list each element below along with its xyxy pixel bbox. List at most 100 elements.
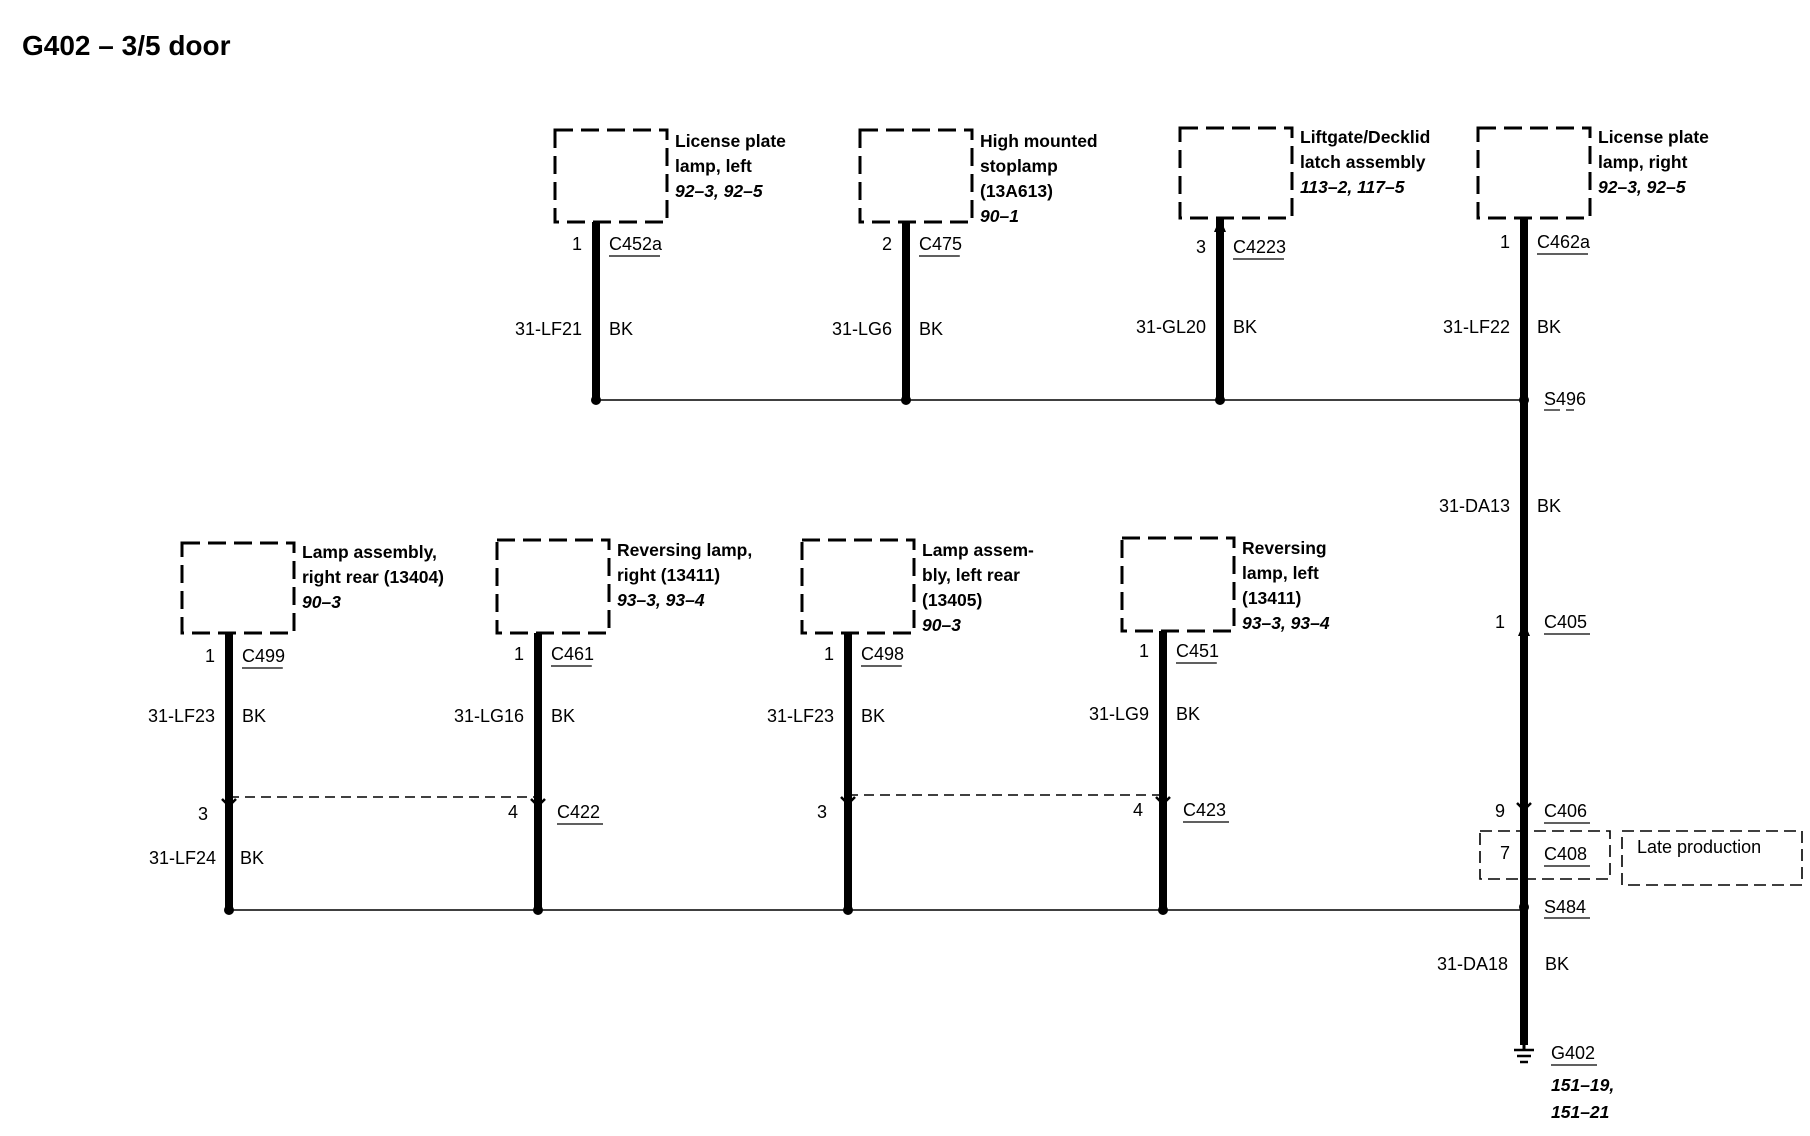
comp-reversing-lamp-left-refs: 93–3, 93–4 [1242,613,1330,633]
comp-liftgate-decklid-latch-circuit: 31-GL20 [1136,317,1206,337]
upper-bus-node [901,395,911,405]
comp-license-plate-lamp-right-box [1476,126,1592,220]
comp-license-plate-lamp-left-color: BK [609,319,633,339]
late-production-box [1621,830,1803,886]
comp-liftgate-decklid-latch-box [1178,126,1294,220]
comp-license-plate-lamp-left-connector: C452a [609,234,663,254]
comp-lamp-assembly-left-rear-pin: 1 [824,644,834,664]
comp-high-mounted-stoplamp-box [858,128,974,224]
comp-reversing-lamp-left-connector: C451 [1176,641,1219,661]
inline-connector-chevron [840,796,856,806]
comp-reversing-lamp-right-box [495,538,611,635]
comp-reversing-lamp-right-label-line: Reversing lamp, [617,540,752,560]
c422-right-pin: 4 [508,802,518,822]
comp-license-plate-lamp-right-pin: 1 [1500,232,1510,252]
comp-lamp-assembly-left-rear-connector: C498 [861,644,904,664]
c405-pin: 1 [1495,612,1505,632]
comp-lamp-assembly-right-rear-label-line: Lamp assembly, [302,542,437,562]
c422-left-pin: 3 [198,804,208,824]
comp-license-plate-lamp-right-label-line: License plate [1598,127,1709,147]
comp-lamp-assembly-right-rear-pin: 1 [205,646,215,666]
comp-high-mounted-stoplamp-label-line: (13A613) [980,181,1053,201]
comp-license-plate-lamp-right-connector: C462a [1537,232,1591,252]
comp-license-plate-lamp-left-circuit: 31-LF21 [515,319,582,339]
comp-reversing-lamp-right-refs: 93–3, 93–4 [617,590,705,610]
comp-license-plate-lamp-left-label-line: lamp, left [675,156,752,176]
comp-high-mounted-stoplamp-color: BK [919,319,943,339]
lower-left-color: BK [240,848,264,868]
comp-reversing-lamp-left-circuit: 31-LG9 [1089,704,1149,724]
comp-lamp-assembly-left-rear-box [800,538,916,635]
c423-connector: C423 [1183,800,1226,820]
upper-bus-node [1215,395,1225,405]
comp-high-mounted-stoplamp-label-line: stoplamp [980,156,1058,176]
trunk-lower-color: BK [1545,954,1569,974]
c423-left-pin: 3 [817,802,827,822]
g402-ref-1: 151–19, [1551,1075,1614,1095]
comp-license-plate-lamp-right-refs: 92–3, 92–5 [1598,177,1686,197]
comp-reversing-lamp-left-color: BK [1176,704,1200,724]
comp-lamp-assembly-left-rear-label-line: Lamp assem- [922,540,1034,560]
c405-connector: C405 [1544,612,1587,632]
comp-liftgate-decklid-latch-pin: 3 [1196,237,1206,257]
comp-high-mounted-stoplamp-pin: 2 [882,234,892,254]
comp-license-plate-lamp-right-label-line: lamp, right [1598,152,1688,172]
comp-reversing-lamp-right-circuit: 31-LG16 [454,706,524,726]
comp-license-plate-lamp-left-pin: 1 [572,234,582,254]
inline-connector-chevron [530,798,546,808]
comp-license-plate-lamp-right-circuit: 31-LF22 [1443,317,1510,337]
comp-license-plate-lamp-left-refs: 92–3, 92–5 [675,181,763,201]
comp-liftgate-decklid-latch-label-line: Liftgate/Decklid [1300,127,1430,147]
trunk-upper-circuit: 31-DA13 [1439,496,1510,516]
inline-connector-chevron [221,798,237,808]
comp-lamp-assembly-right-rear-label-line: right rear (13404) [302,567,444,587]
comp-reversing-lamp-left-label-line: Reversing [1242,538,1327,558]
comp-lamp-assembly-left-rear-label-line: (13405) [922,590,982,610]
comp-lamp-assembly-right-rear-circuit: 31-LF23 [148,706,215,726]
inline-connector-chevron [1155,796,1171,806]
comp-reversing-lamp-left-box [1120,536,1236,633]
c422-connector: C422 [557,802,600,822]
c405-arrow [1518,622,1530,636]
comp-liftgate-decklid-latch-color: BK [1233,317,1257,337]
s496-label: S496 [1544,389,1586,409]
s484-label: S484 [1544,897,1586,917]
comp-high-mounted-stoplamp-refs: 90–1 [980,206,1019,226]
comp-license-plate-lamp-right-color: BK [1537,317,1561,337]
trunk-lower-circuit: 31-DA18 [1437,954,1508,974]
comp-lamp-assembly-left-rear-circuit: 31-LF23 [767,706,834,726]
comp-reversing-lamp-left-label-line: lamp, left [1242,563,1319,583]
comp-lamp-assembly-left-rear-refs: 90–3 [922,615,961,635]
lower-left-circuit: 31-LF24 [149,848,216,868]
wires-layer [221,218,1534,1064]
comp-lamp-assembly-left-rear-label-line: bly, left rear [922,565,1020,585]
c408-connector: C408 [1544,844,1587,864]
comp-reversing-lamp-right-pin: 1 [514,644,524,664]
trunk-upper-color: BK [1537,496,1561,516]
components-layer [180,126,1803,886]
comp-high-mounted-stoplamp-label-line: High mounted [980,131,1098,151]
c408-pin: 7 [1500,843,1510,863]
comp-license-plate-lamp-left-box [553,128,669,224]
comp-lamp-assembly-right-rear-connector: C499 [242,646,285,666]
page-title: G402 – 3/5 door [22,30,231,61]
comp-lamp-assembly-right-rear-refs: 90–3 [302,592,341,612]
g402-label: G402 [1551,1043,1595,1063]
comp-license-plate-lamp-left-label-line: License plate [675,131,786,151]
c408-box [1479,830,1611,880]
comp-high-mounted-stoplamp-connector: C475 [919,234,962,254]
comp-reversing-lamp-left-label-line: (13411) [1242,588,1301,608]
comp-liftgate-decklid-latch-arrow [1214,218,1226,232]
comp-lamp-assembly-left-rear-color: BK [861,706,885,726]
comp-reversing-lamp-right-color: BK [551,706,575,726]
c406-connector: C406 [1544,801,1587,821]
comp-reversing-lamp-right-label-line: right (13411) [617,565,720,585]
comp-liftgate-decklid-latch-connector: C4223 [1233,237,1286,257]
comp-reversing-lamp-left-pin: 1 [1139,641,1149,661]
comp-liftgate-decklid-latch-label-line: latch assembly [1300,152,1426,172]
upper-bus-node [591,395,601,405]
comp-liftgate-decklid-latch-refs: 113–2, 117–5 [1300,177,1405,197]
c423-right-pin: 4 [1133,800,1143,820]
c406-pin: 9 [1495,801,1505,821]
